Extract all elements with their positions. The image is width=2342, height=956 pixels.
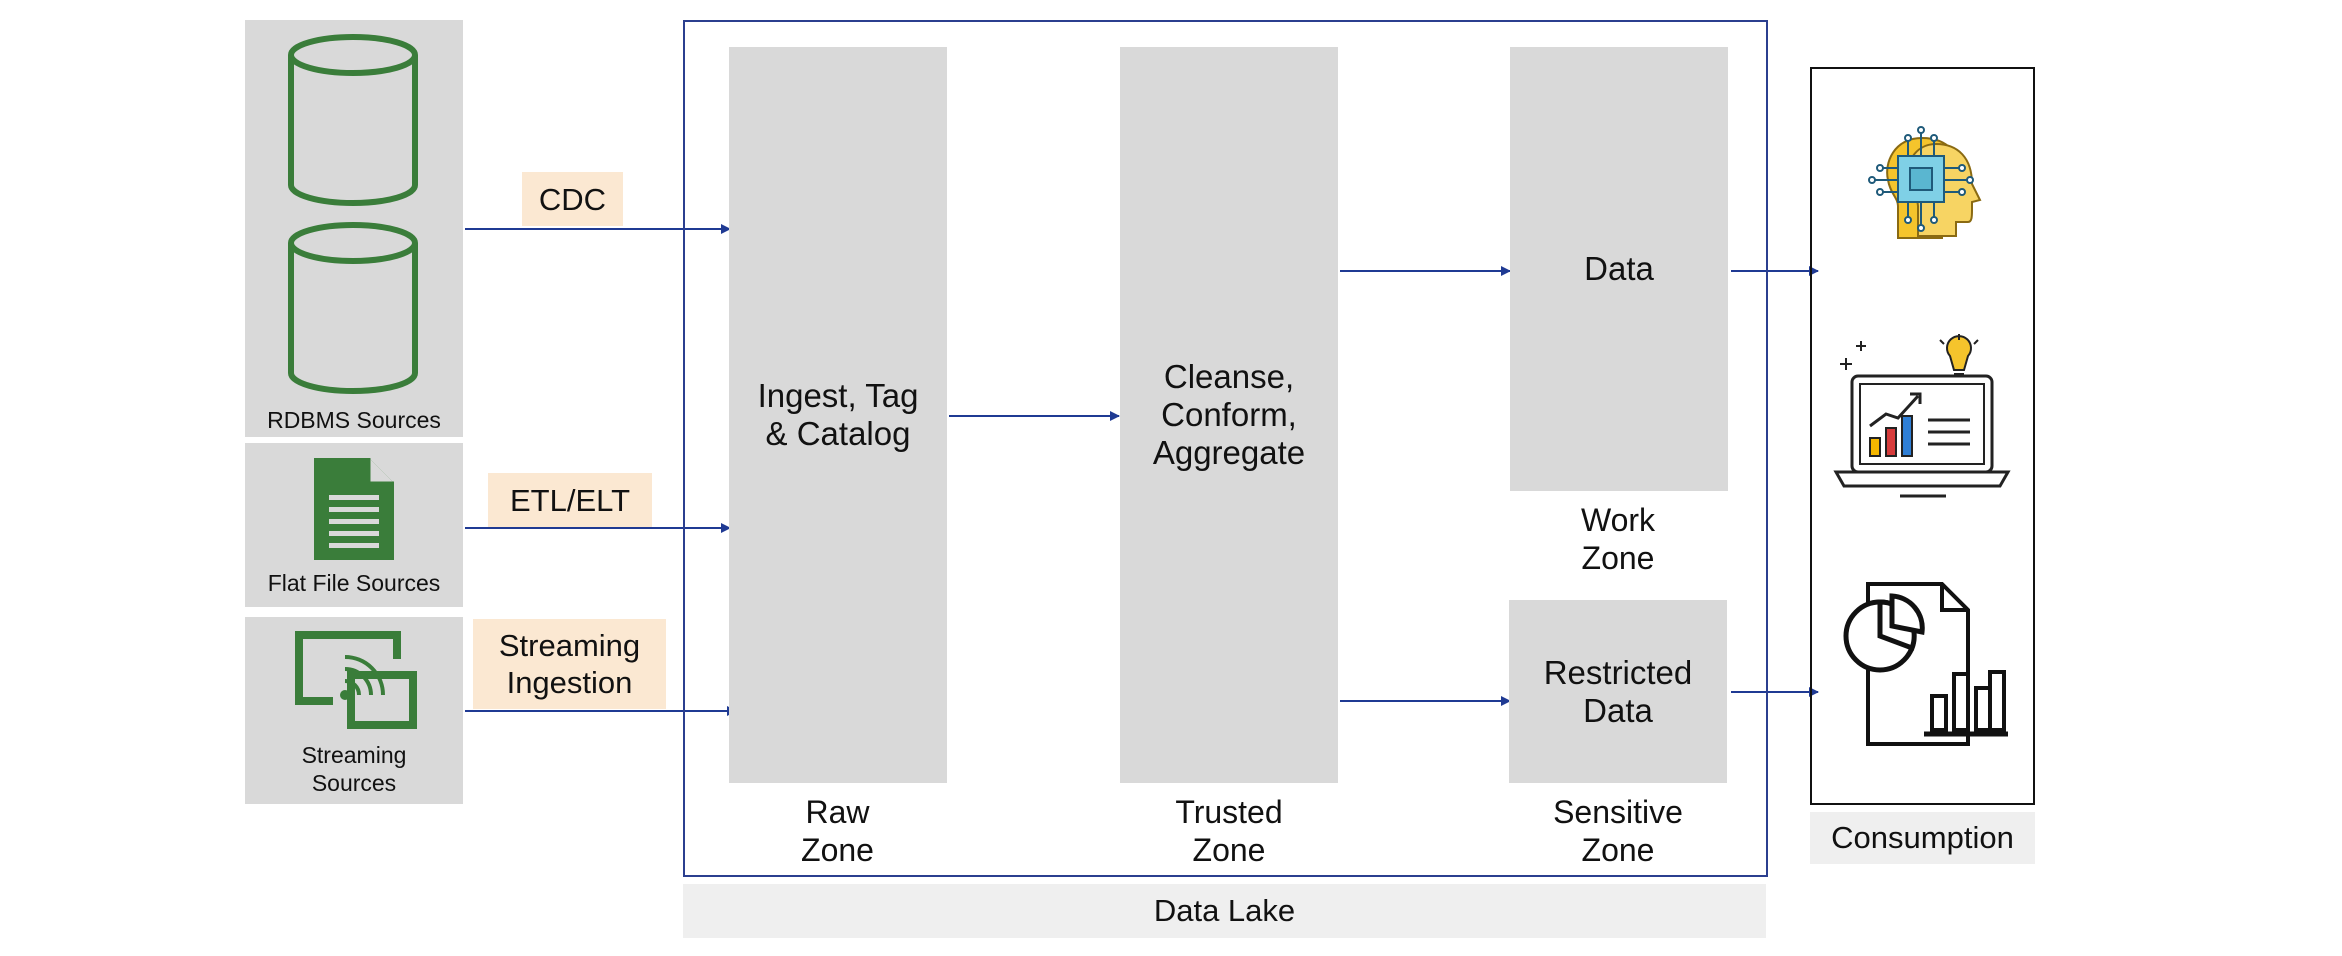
flat-file-sources-label: Flat File Sources — [267, 570, 441, 596]
sensitive-zone-label: Sensitive Zone — [1553, 794, 1683, 868]
restricted-data-box: Restricted Data — [1509, 600, 1727, 783]
etl-tag: ETL/ELT — [488, 473, 652, 527]
raw-zone-box: Ingest, Tag & Catalog — [729, 47, 947, 783]
analytics-laptop-icon — [1833, 334, 2011, 498]
flat-file-sources-box: Flat File Sources — [245, 443, 463, 607]
rdbms-sources-label: RDBMS Sources — [267, 407, 441, 433]
streaming-sources-box: Streaming Sources — [245, 617, 463, 804]
database-icon — [288, 222, 418, 394]
rdbms-sources-box: RDBMS Sources — [245, 20, 463, 437]
streaming-sources-label: Streaming Sources — [301, 742, 407, 796]
consumption-panel — [1810, 67, 2035, 805]
streaming-ingestion-tag: Streaming Ingestion — [473, 619, 666, 709]
trusted-zone-box: Cleanse, Conform, Aggregate — [1120, 47, 1338, 783]
document-icon — [314, 458, 394, 560]
raw-zone-label: Raw Zone — [801, 794, 874, 868]
cdc-tag: CDC — [522, 172, 623, 226]
database-icon — [288, 34, 418, 206]
report-document-icon — [1843, 582, 2008, 746]
work-zone-box: Data — [1510, 47, 1728, 491]
work-zone-label: Work Zone — [1580, 502, 1656, 576]
data-lake-frame — [683, 20, 1768, 877]
trusted-zone-label: Trusted Zone — [1175, 794, 1283, 868]
consumption-label: Consumption — [1810, 812, 2035, 864]
data-lake-label: Data Lake — [683, 884, 1766, 938]
ai-brain-icon — [1868, 126, 1982, 239]
streaming-icon — [295, 631, 417, 729]
